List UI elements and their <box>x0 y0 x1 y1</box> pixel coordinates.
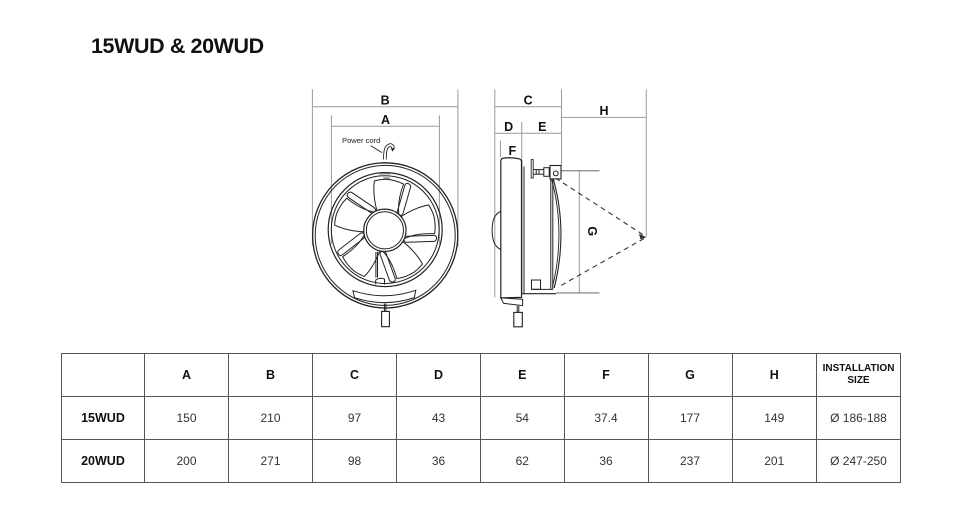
svg-text:C: C <box>524 94 533 108</box>
svg-text:D: D <box>504 120 513 134</box>
svg-text:B: B <box>381 94 390 108</box>
svg-text:E: E <box>538 120 546 134</box>
svg-text:F: F <box>508 144 516 158</box>
svg-text:Power cord: Power cord <box>342 136 380 145</box>
svg-text:G: G <box>585 226 599 236</box>
svg-text:H: H <box>599 104 608 118</box>
svg-text:A: A <box>381 113 390 127</box>
